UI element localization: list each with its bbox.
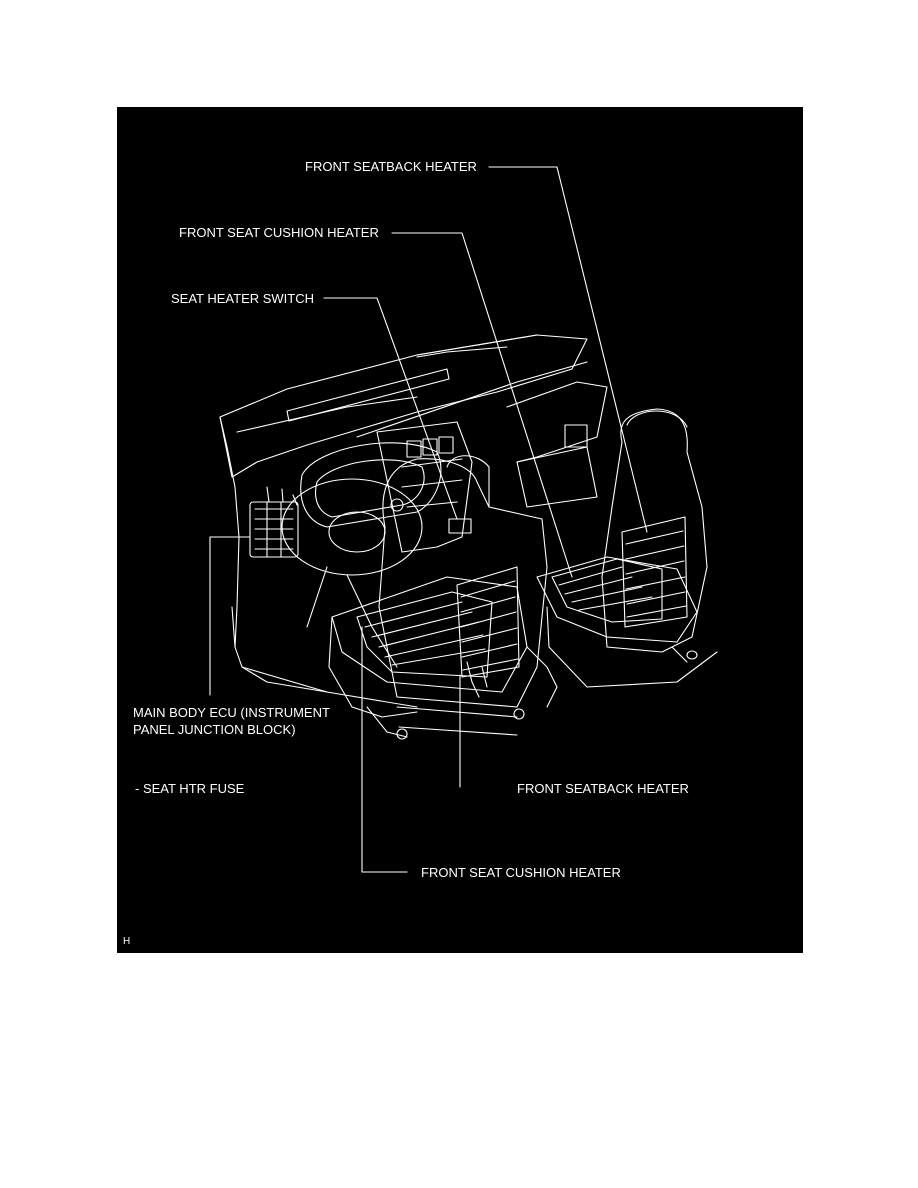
dashboard-outline xyxy=(219,334,588,478)
figure-code: H xyxy=(123,936,131,947)
seat-heater-location-diagram: FRONT SEATBACK HEATER FRONT SEAT CUSHION… xyxy=(117,107,803,953)
right-seat-base xyxy=(546,606,718,688)
right-cushion-heater xyxy=(551,558,663,623)
right-seatback-heater xyxy=(621,516,688,628)
right-seatback xyxy=(601,408,708,653)
defroster-vent xyxy=(286,368,450,422)
leader-main-body-ecu xyxy=(209,536,251,696)
gauge-inner xyxy=(314,459,425,518)
label-main-body-ecu: MAIN BODY ECU (INSTRUMENT PANEL JUNCTION… xyxy=(133,705,330,737)
steering-hub xyxy=(328,511,386,553)
dash-upper-edge xyxy=(236,346,508,433)
right-headrest xyxy=(626,410,688,428)
center-panel-lines xyxy=(401,458,463,508)
junction-block-detail xyxy=(254,501,294,558)
left-pillar xyxy=(219,416,418,708)
right-seatback-heater-grid xyxy=(625,530,687,618)
left-seatback-heater-grid xyxy=(460,580,519,671)
dash-knob xyxy=(390,498,404,512)
center-vent-3 xyxy=(438,436,454,454)
label-seat-heater-switch: SEAT HEATER SWITCH xyxy=(171,291,315,306)
seat-heater-switch-box xyxy=(448,518,472,534)
center-vent-2 xyxy=(422,438,438,456)
left-heater-wires xyxy=(466,661,488,698)
left-seat-base xyxy=(328,616,418,738)
right-seat-foot xyxy=(686,650,698,660)
right-vent xyxy=(564,424,588,448)
center-vent-1 xyxy=(406,440,422,458)
glovebox xyxy=(516,446,598,508)
label-front-seat-cushion-heater-bottom: FRONT SEAT CUSHION HEATER xyxy=(421,865,621,880)
label-front-seatback-heater-top: FRONT SEATBACK HEATER xyxy=(305,159,477,174)
left-seat-rails xyxy=(396,706,518,736)
windshield-line xyxy=(356,334,588,438)
leader-cushion-heater-top xyxy=(391,232,573,578)
left-headrest xyxy=(446,455,490,508)
leader-cushion-heater-bottom xyxy=(361,626,408,873)
label-front-seatback-heater-bottom: FRONT SEATBACK HEATER xyxy=(517,781,689,796)
steering-column xyxy=(306,566,398,668)
left-cushion-heater xyxy=(356,591,493,678)
right-seat-cushion xyxy=(536,556,698,643)
left-cushion-heater-grid xyxy=(364,601,486,666)
left-seat-foot-1 xyxy=(396,728,408,740)
left-seat-side xyxy=(526,646,558,708)
label-seat-htr-fuse: - SEAT HTR FUSE xyxy=(135,781,245,796)
left-seatback xyxy=(378,458,548,708)
vehicle-interior-illustration xyxy=(209,166,718,873)
left-seat-foot-2 xyxy=(513,708,525,720)
junction-wires xyxy=(266,486,298,506)
center-stack xyxy=(376,421,473,553)
lower-dash-panel xyxy=(231,606,328,693)
steering-wheel xyxy=(281,478,423,576)
junction-block xyxy=(249,501,299,558)
left-seat-cushion xyxy=(331,576,528,693)
right-cushion-heater-grid xyxy=(558,566,653,611)
leader-seat-heater-switch xyxy=(323,297,458,520)
leader-seatback-heater-top xyxy=(488,166,648,533)
label-front-seat-cushion-heater-top: FRONT SEAT CUSHION HEATER xyxy=(179,225,379,240)
left-seatback-heater xyxy=(456,566,520,678)
